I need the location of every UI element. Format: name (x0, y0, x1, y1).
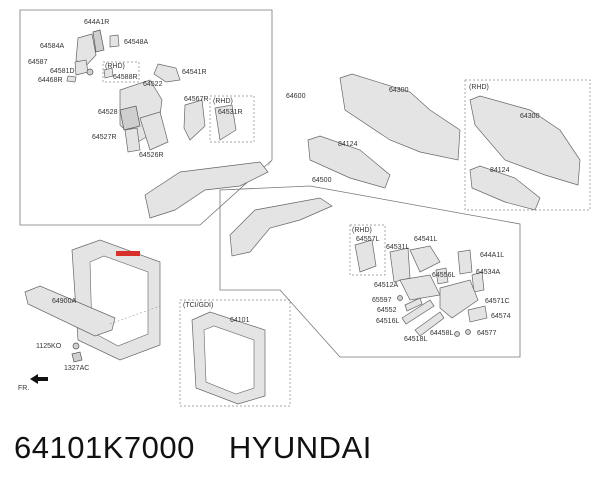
label-644a1l: 644A1L (480, 252, 504, 259)
part-84124-insulator-rhd[interactable] (469, 165, 541, 211)
part-64458l[interactable] (454, 331, 460, 337)
highlight-marker (116, 251, 140, 256)
label-64556l: 64556L (432, 272, 455, 279)
part-64574[interactable] (467, 305, 488, 323)
label-64300-a: 64300 (389, 87, 409, 94)
part-64531r[interactable] (214, 104, 237, 141)
label-fr: FR. (18, 385, 29, 392)
part-64500-rail[interactable] (229, 197, 333, 257)
part-64101-carrier-tci-gdi[interactable] (191, 311, 266, 405)
caption-brand: HYUNDAI (228, 430, 372, 465)
part-644a1r[interactable] (92, 29, 105, 53)
label-rhd-1: (RHD) (105, 63, 125, 70)
label-64900a: 64900A (52, 298, 76, 305)
label-644a1r: 644A1R (84, 19, 109, 26)
label-64534a: 64534A (476, 269, 500, 276)
part-64557l[interactable] (354, 239, 377, 273)
label-64541r: 64541R (182, 69, 207, 76)
rhd-cowl-box (464, 79, 591, 211)
label-64468r: 64468R (38, 77, 63, 84)
part-1125ko-bolt[interactable] (72, 342, 80, 350)
label-64600: 64600 (286, 93, 306, 100)
label-64522: 64522 (143, 81, 163, 88)
label-64528: 64528 (98, 109, 118, 116)
label-64531l: 64531L (386, 244, 409, 251)
label-64526r: 64526R (139, 152, 164, 159)
part-64528[interactable] (119, 105, 141, 131)
rhd-box-2 (209, 95, 255, 143)
label-64548a: 64548A (124, 39, 148, 46)
label-64531r: 64531R (218, 109, 243, 116)
part-64581d[interactable] (86, 68, 94, 76)
rhd-box-1 (102, 61, 140, 83)
label-64557l: 64557L (356, 236, 379, 243)
part-64552[interactable] (404, 297, 423, 312)
part-64468r[interactable] (66, 75, 77, 83)
label-64516l: 64516L (376, 318, 399, 325)
label-rhd-2: (RHD) (213, 98, 233, 105)
label-64458l: 64458L (430, 330, 453, 337)
part-65597[interactable] (397, 295, 403, 301)
part-64584a[interactable] (75, 33, 97, 69)
part-64527r[interactable] (124, 127, 141, 153)
label-rhd-4: (RHD) (352, 227, 372, 234)
part-64531l[interactable] (389, 247, 411, 283)
part-64300-cowl[interactable] (339, 73, 461, 161)
label-64577: 64577 (477, 330, 497, 337)
label-64512a: 64512A (374, 282, 398, 289)
label-64500: 64500 (312, 177, 332, 184)
upper-left-group-frame (19, 9, 273, 226)
label-84124-a: 84124 (338, 141, 358, 148)
part-644a1l[interactable] (457, 249, 473, 275)
part-64587[interactable] (74, 59, 89, 76)
part-84124-insulator[interactable] (307, 135, 391, 189)
label-84124-b: 84124 (490, 167, 510, 174)
part-64567r[interactable] (183, 99, 206, 141)
part-64534a[interactable] (471, 271, 485, 293)
label-65597: 65597 (372, 297, 392, 304)
label-1327ac: 1327AC (64, 365, 89, 372)
label-64300-b: 64300 (520, 113, 540, 120)
part-64541l[interactable] (409, 245, 441, 273)
part-64571c[interactable] (439, 279, 479, 319)
part-64541r[interactable] (153, 63, 181, 83)
label-64552: 64552 (377, 307, 397, 314)
label-64541l: 64541L (414, 236, 437, 243)
part-64300-cowl-rhd[interactable] (469, 95, 581, 186)
front-direction-arrow-icon (30, 374, 48, 384)
label-64584a: 64584A (40, 43, 64, 50)
label-tci-gdi: (TCI/GDI) (183, 302, 213, 309)
part-64600-rail[interactable] (144, 161, 269, 219)
label-64588r: 64588R (113, 74, 138, 81)
label-64101: 64101 (230, 317, 250, 324)
part-64516l[interactable] (401, 299, 435, 325)
rhd-box-3 (349, 224, 386, 276)
part-1327ac-clip[interactable] (71, 351, 83, 363)
part-64101-carrier[interactable] (71, 239, 161, 361)
part-64577[interactable] (465, 329, 471, 335)
label-rhd-3: (RHD) (469, 84, 489, 91)
part-64548a[interactable] (109, 34, 120, 48)
part-64588r[interactable] (103, 67, 114, 79)
parts-diagram: 644A1R 64548A 64584A 64587 64581D 64468R… (18, 9, 591, 407)
label-1125ko: 1125KO (36, 343, 62, 350)
caption: 64101K7000 HYUNDAI (14, 430, 372, 466)
label-64587: 64587 (28, 59, 48, 66)
label-64581d: 64581D (50, 68, 75, 75)
label-64527r: 64527R (92, 134, 117, 141)
label-64518l: 64518L (404, 336, 427, 343)
caption-part-number: 64101K7000 (14, 430, 195, 465)
right-group-frame (219, 185, 521, 358)
part-64900a-beam[interactable] (24, 285, 116, 337)
part-64526r[interactable] (139, 111, 169, 151)
part-64556l[interactable] (435, 267, 449, 285)
label-64567r: 64567R (184, 96, 209, 103)
label-64574: 64574 (491, 313, 511, 320)
part-64518l[interactable] (414, 311, 445, 337)
label-64571c: 64571C (485, 298, 510, 305)
